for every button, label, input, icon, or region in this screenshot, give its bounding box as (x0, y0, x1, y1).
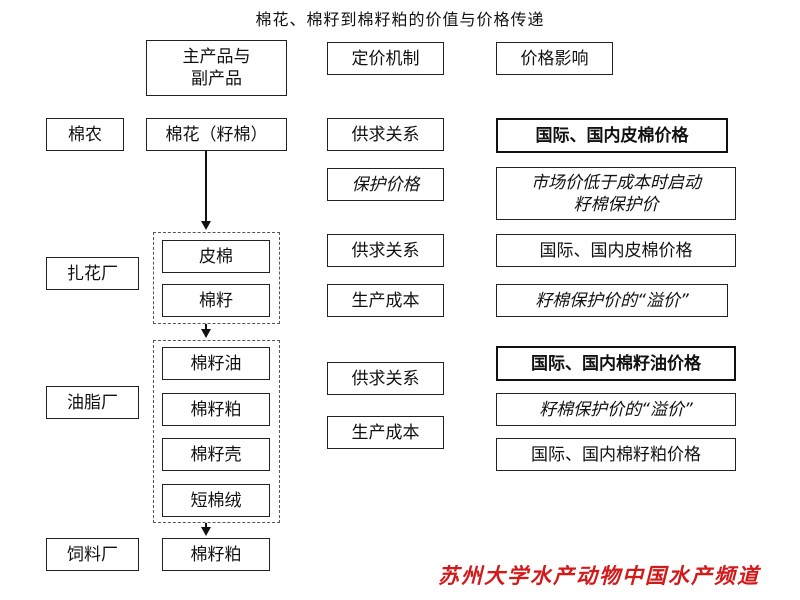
page-title: 棉花、棉籽到棉籽粕的价值与价格传递 (255, 10, 545, 29)
pricing-protection-price: 保护价格 (327, 168, 444, 201)
product-cottonseed: 棉籽 (162, 284, 270, 317)
flow-line-1 (205, 151, 207, 221)
product-seed-oil: 棉籽油 (162, 347, 270, 380)
impact-intl-meal-price: 国际、国内棉籽粕价格 (496, 438, 736, 471)
product-feed-meal: 棉籽粕 (162, 538, 270, 571)
impact-intl-lint-price-1: 国际、国内皮棉价格 (496, 118, 728, 153)
header-products: 主产品与 副产品 (146, 40, 287, 96)
pricing-supply-demand-2: 供求关系 (327, 234, 444, 267)
flow-line-2 (205, 324, 207, 330)
flow-line-3 (205, 523, 207, 528)
header-pricing: 定价机制 (327, 42, 444, 75)
actor-farmer: 棉农 (46, 118, 124, 151)
product-lint: 皮棉 (162, 240, 270, 273)
pricing-supply-demand-3: 供求关系 (327, 362, 444, 395)
product-seed-hull: 棉籽壳 (162, 438, 270, 471)
product-linter: 短棉绒 (162, 484, 270, 517)
impact-premium-1: 籽棉保护价的“溢价” (496, 284, 728, 317)
watermark-text: 苏州大学水产动物中国水产频道 (438, 563, 760, 588)
header-impact: 价格影响 (496, 42, 613, 75)
impact-intl-oil-price: 国际、国内棉籽油价格 (496, 346, 736, 381)
flow-arrow-2 (201, 329, 211, 338)
pricing-production-cost-2: 生产成本 (327, 416, 444, 449)
oil-mill-output-group (153, 340, 280, 523)
flow-arrow-3 (201, 527, 211, 536)
pricing-supply-demand-1: 供求关系 (327, 118, 444, 151)
pricing-production-cost-1: 生产成本 (327, 284, 444, 317)
ginnery-output-group (153, 232, 280, 324)
impact-intl-lint-price-2: 国际、国内皮棉价格 (496, 234, 736, 267)
product-seed-meal: 棉籽粕 (162, 393, 270, 426)
actor-ginnery: 扎花厂 (46, 257, 139, 290)
actor-oil-mill: 油脂厂 (46, 386, 139, 419)
impact-premium-2: 籽棉保护价的“溢价” (496, 393, 736, 426)
product-seed-cotton: 棉花（籽棉） (146, 118, 287, 151)
actor-feed-mill: 饲料厂 (46, 538, 139, 571)
impact-protection-trigger: 市场价低于成本时启动 籽棉保护价 (496, 167, 736, 220)
flow-arrow-1 (201, 221, 211, 230)
